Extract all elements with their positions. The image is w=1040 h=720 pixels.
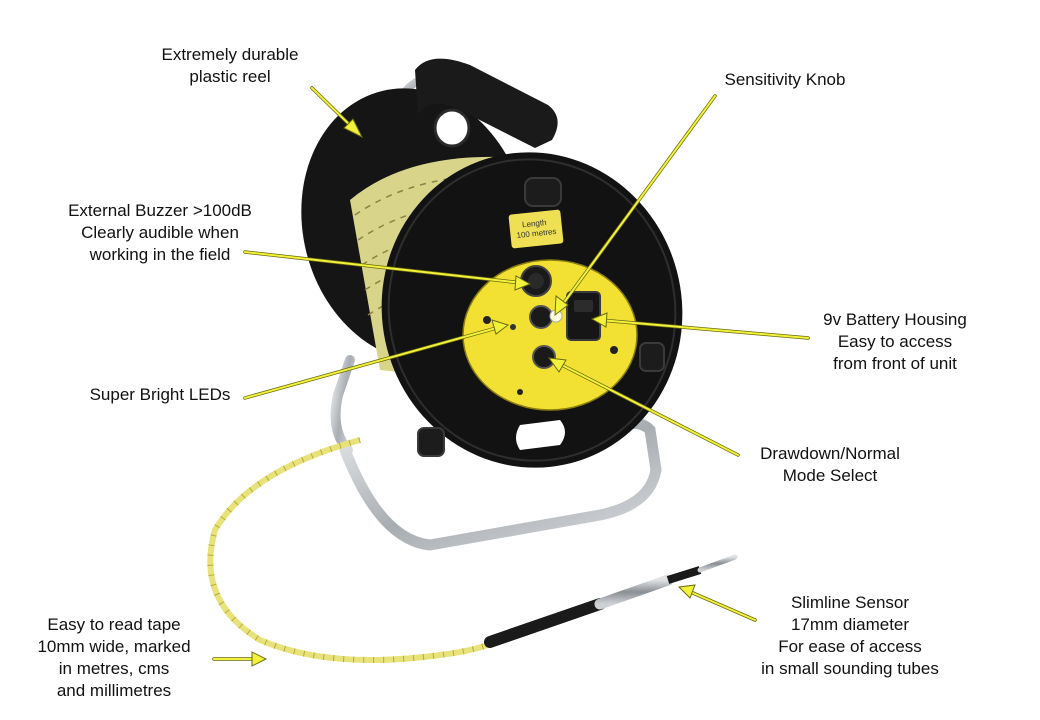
callout-super-bright-leds: Super Bright LEDs: [60, 384, 260, 406]
callout-reel-line: Extremely durable: [161, 45, 299, 64]
callout-sensor-line: in small sounding tubes: [761, 659, 939, 678]
callout-reel-line: plastic reel: [189, 67, 271, 86]
callout-tape-line: and millimetres: [56, 681, 172, 700]
callout-tape-line: 10mm wide, marked: [37, 637, 191, 656]
carry-handle: [415, 58, 558, 148]
callout-battery-line: from front of unit: [833, 354, 957, 373]
callout-drawdown-line: Mode Select: [782, 466, 878, 485]
length-tag: Length 100 metres: [508, 209, 564, 249]
arrow-sensor: [677, 584, 757, 622]
callout-tape-line: in metres, cms: [58, 659, 170, 678]
mode-select-knob: [532, 345, 556, 369]
callout-buzzer-line: Clearly audible when: [81, 223, 239, 242]
arrow-knob: [554, 94, 717, 317]
callout-battery-housing: 9v Battery Housing Easy to access from f…: [790, 309, 1000, 375]
led-indicator: [510, 324, 516, 330]
callout-external-buzzer: External Buzzer >100dB Clearly audible w…: [40, 200, 280, 266]
battery-housing: [566, 291, 601, 341]
callout-battery-line: 9v Battery Housing: [823, 310, 967, 329]
sensitivity-knob: [529, 305, 563, 329]
callout-sensor-line: Slimline Sensor: [790, 593, 910, 612]
callout-battery-line: Easy to access: [837, 332, 953, 351]
arrow-drawdown: [547, 357, 740, 457]
length-tag-text: Length 100 metres: [515, 217, 557, 240]
callout-knob-line: Sensitivity Knob: [724, 70, 846, 89]
callout-reel: Extremely durable plastic reel: [130, 44, 330, 88]
callout-leds-line: Super Bright LEDs: [89, 385, 231, 404]
callout-slimline-sensor: Slimline Sensor 17mm diameter For ease o…: [745, 592, 955, 680]
reel-feet: [417, 177, 665, 457]
callout-tape: Easy to read tape 10mm wide, marked in m…: [14, 614, 214, 702]
callout-tape-line: Easy to read tape: [47, 615, 181, 634]
callout-drawdown-line: Drawdown/Normal: [760, 444, 900, 463]
slimline-sensor: [484, 554, 738, 648]
callout-buzzer-line: External Buzzer >100dB: [68, 201, 252, 220]
arrow-battery: [590, 312, 810, 340]
measuring-tape: [207, 437, 502, 663]
arrow-tape: [212, 651, 268, 667]
callout-sensitivity-knob: Sensitivity Knob: [700, 69, 870, 91]
arrow-leds: [243, 319, 510, 400]
arrow-reel: [310, 86, 364, 139]
callout-mode-select: Drawdown/Normal Mode Select: [730, 443, 930, 487]
callout-sensor-line: 17mm diameter: [790, 615, 910, 634]
callout-buzzer-line: working in the field: [89, 245, 231, 264]
callout-sensor-line: For ease of access: [778, 637, 922, 656]
arrow-buzzer: [243, 250, 532, 291]
callout-arrows: [212, 86, 810, 667]
